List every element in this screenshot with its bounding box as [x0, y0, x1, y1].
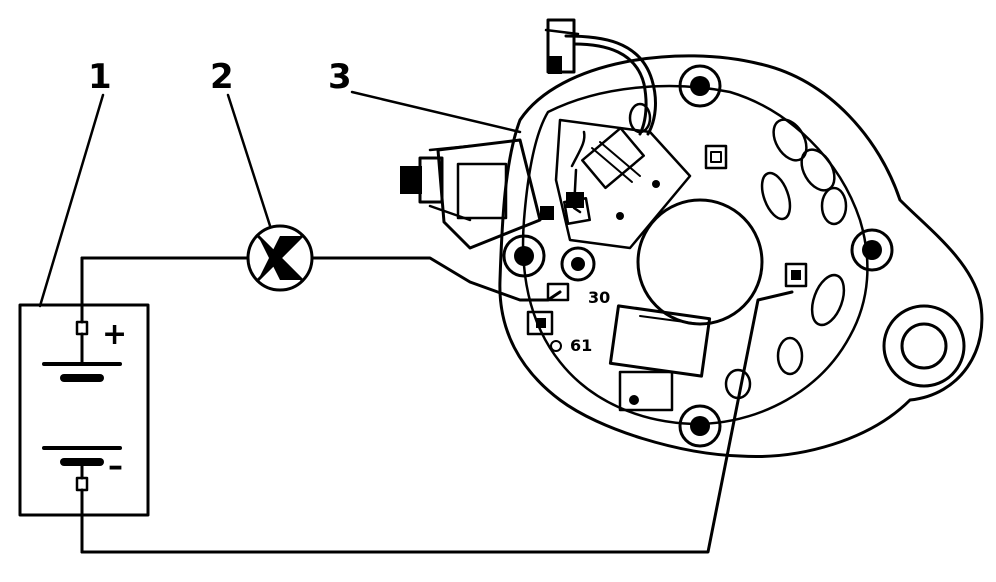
battery: [18, 256, 150, 554]
leader-battery: [38, 93, 105, 308]
callout-regulator: 3: [328, 57, 352, 97]
top-connector: [544, 18, 657, 214]
terminal-30-label: 30: [588, 288, 611, 307]
lamp: [246, 224, 314, 292]
battery-minus-sign: –: [108, 449, 123, 484]
callout-lamp: 2: [210, 57, 234, 97]
leader-lamp: [226, 93, 274, 234]
callout-battery: 1: [88, 57, 112, 97]
leader-regulator: [350, 90, 522, 134]
wires: [80, 256, 794, 554]
output-stud: [400, 138, 542, 250]
terminal-61-label: 61: [570, 336, 593, 355]
battery-plus-sign: +: [102, 317, 128, 352]
alternator: [498, 54, 984, 458]
